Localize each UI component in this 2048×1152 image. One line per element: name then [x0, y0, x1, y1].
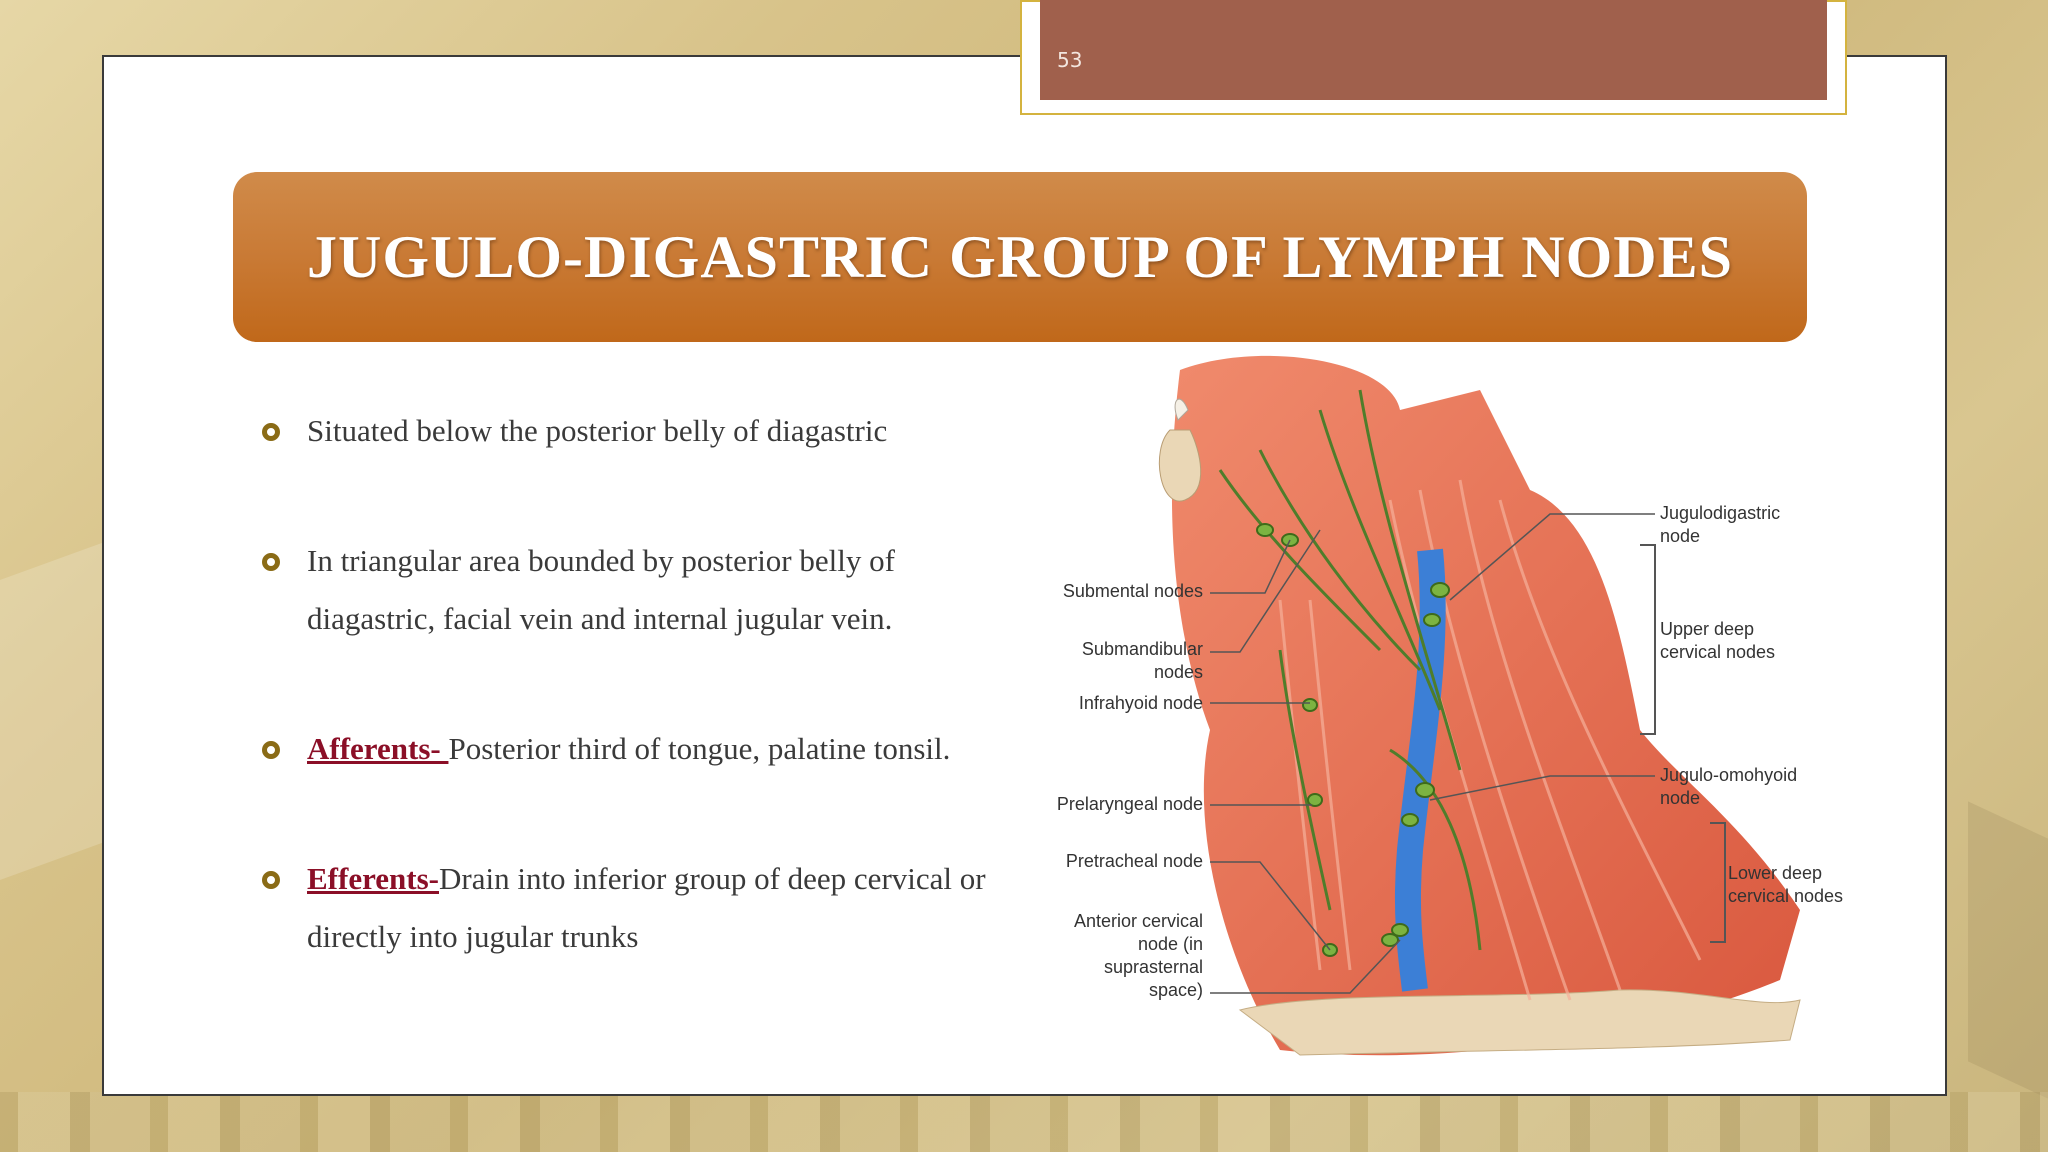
figure-label-prelaryngeal: Prelaryngeal node	[1056, 794, 1203, 814]
title-banner: JUGULO-DIGASTRIC GROUP OF LYMPH NODES	[233, 172, 1807, 342]
slide-title: JUGULO-DIGASTRIC GROUP OF LYMPH NODES	[306, 223, 1734, 290]
figure-label-lower-deep-cervical: Lower deep cervical nodes	[1728, 863, 1844, 906]
efferents-label: Efferents-	[307, 861, 439, 896]
bullet-text: Drain into inferior group of deep cervic…	[307, 861, 986, 954]
bullet-ring-icon	[262, 871, 280, 889]
anatomy-drawing	[1158, 355, 1801, 1056]
background-stripe	[0, 1092, 2048, 1152]
bullet-text: Posterior third of tongue, palatine tons…	[448, 731, 951, 766]
bullet-item: In triangular area bounded by posterior …	[262, 532, 1002, 648]
bullet-text: In triangular area bounded by posterior …	[307, 543, 895, 636]
slide-number-bar	[1040, 0, 1827, 100]
figure-label-anterior-cervical: Anterior cervical node (in suprasternal …	[1073, 911, 1203, 1000]
bullet-ring-icon	[262, 741, 280, 759]
bullet-item: Efferents-Drain into inferior group of d…	[262, 850, 1002, 966]
bullet-text: Situated below the posterior belly of di…	[307, 413, 888, 448]
figure-label-jugulodigastric: Jugulodigastric node	[1660, 503, 1781, 546]
figure-label-submental: Submental nodes	[1062, 581, 1203, 601]
slide-number: 53	[1057, 48, 1083, 72]
afferents-label: Afferents-	[307, 731, 449, 766]
bullet-ring-icon	[262, 553, 280, 571]
background-facet	[0, 539, 110, 881]
bullet-item: Situated below the posterior belly of di…	[262, 402, 1002, 460]
bullet-list: Situated below the posterior belly of di…	[262, 402, 1002, 966]
neck-lymph-nodes-illustration: Submental nodes Submandibular nodes Infr…	[1057, 350, 1860, 1070]
background-facet	[1968, 801, 2048, 1099]
figure-label-upper-deep-cervical: Upper deep cervical nodes	[1660, 619, 1776, 662]
bullet-item: Afferents- Posterior third of tongue, pa…	[262, 720, 1002, 778]
figure-label-jugulo-omohyoid: Jugulo-omohyoid node	[1660, 765, 1798, 808]
figure-label-pretracheal: Pretracheal node	[1065, 851, 1203, 871]
figure-label-infrahyoid: Infrahyoid node	[1078, 693, 1203, 713]
figure-label-submandibular: Submandibular nodes	[1081, 639, 1203, 682]
bullet-ring-icon	[262, 423, 280, 441]
